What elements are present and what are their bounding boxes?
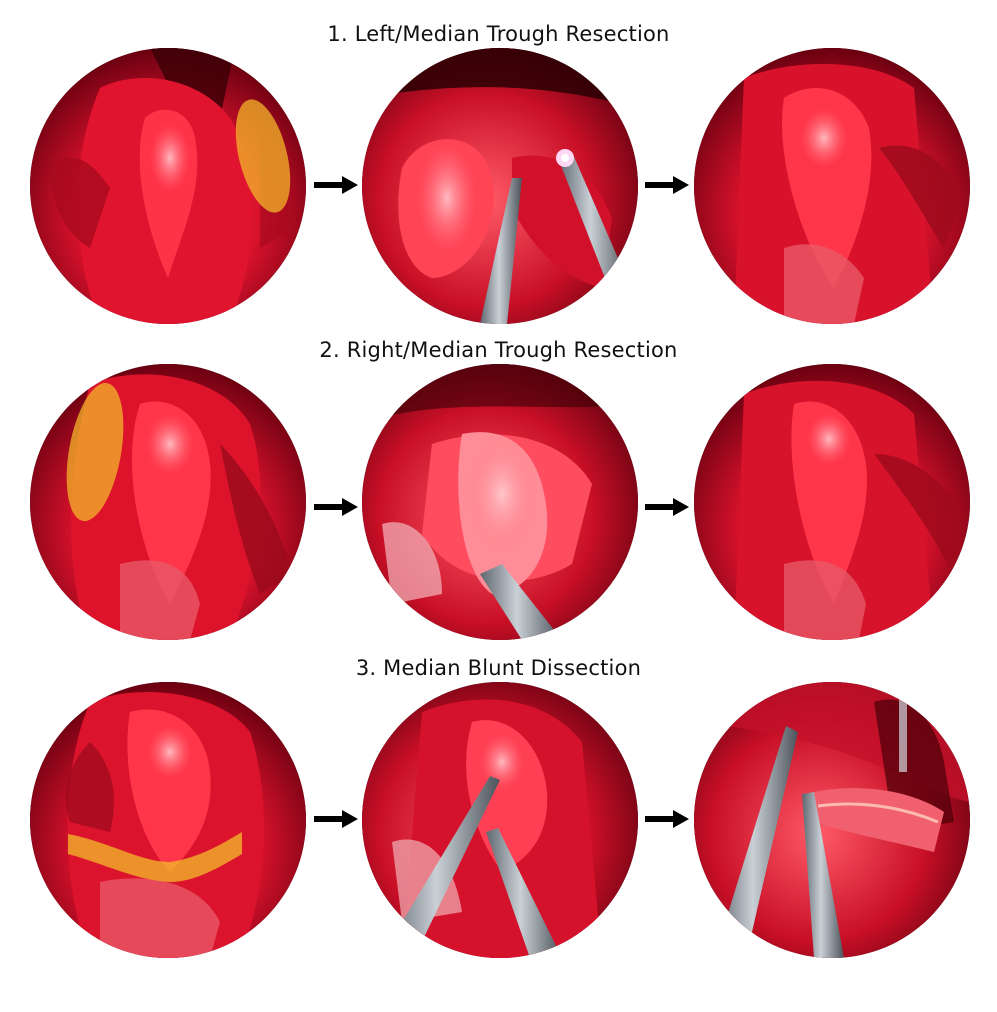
instrument-probe [480, 178, 522, 324]
endoscopic-view-2a [30, 364, 306, 640]
endoscopic-view-3a [30, 682, 306, 958]
row-3 [0, 682, 997, 1012]
row-1 [0, 48, 997, 378]
row-1-title: 1. Left/Median Trough Resection [327, 22, 670, 46]
right-arrow-icon [314, 810, 358, 828]
endoscopic-view-2c [694, 364, 970, 640]
right-arrow-icon [314, 498, 358, 516]
endoscopic-view-1a [30, 48, 306, 324]
right-arrow-icon [645, 810, 689, 828]
endoscopic-view-3b [362, 682, 638, 958]
endoscopic-view-1c [694, 48, 970, 324]
dissection-zone-overlay [68, 832, 242, 882]
endoscopic-view-2b [362, 364, 638, 640]
instrument-laser [558, 152, 630, 296]
instrument-probe [480, 564, 562, 640]
right-arrow-icon [645, 498, 689, 516]
row-3-title: 3. Median Blunt Dissection [355, 656, 642, 680]
resection-zone-overlay [235, 99, 291, 213]
forceps-right-jaw [802, 792, 844, 958]
endoscopic-view-3c [694, 682, 970, 958]
forceps-left-jaw [384, 776, 500, 958]
endoscopic-view-1b [362, 48, 638, 324]
resection-zone-overlay [66, 382, 124, 522]
row-2-title: 2. Right/Median Trough Resection [319, 338, 678, 362]
right-arrow-icon [645, 176, 689, 194]
right-arrow-icon [314, 176, 358, 194]
row-2 [0, 364, 997, 694]
forceps-left-jaw [716, 726, 798, 958]
forceps-right-jaw [486, 828, 562, 958]
